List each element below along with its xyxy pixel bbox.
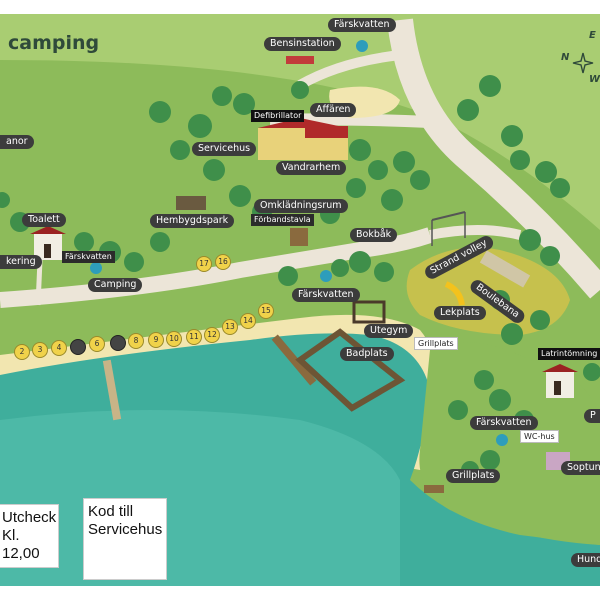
pitch-marker[interactable]: 8 [128,333,144,349]
label-hund[interactable]: Hund [571,553,600,567]
label-farskvatten-low[interactable]: Färskvatten [470,416,538,430]
label-affaren[interactable]: Affären [310,103,357,117]
label-forbandstavla[interactable]: Förbandstavla [251,214,314,226]
label-grillplats-top[interactable]: Grillplats [414,337,458,350]
label-kering[interactable]: kering [0,255,42,269]
label-farskvatten-top[interactable]: Färskvatten [328,18,396,32]
label-farskvatten-mid[interactable]: Färskvatten [292,288,360,302]
compass-west: W [589,74,600,85]
label-hembygdspark[interactable]: Hembygdspark [150,214,235,228]
compass-rose-icon [572,52,594,74]
pitch-marker[interactable]: 15 [258,303,274,319]
label-p[interactable]: P [584,409,600,423]
pitch-marker[interactable]: 11 [186,329,202,345]
label-bensinstation[interactable]: Bensinstation [264,37,341,51]
pitch-marker[interactable]: 3 [32,342,48,358]
pitch-marker[interactable]: 17 [196,256,212,272]
label-camping[interactable]: Camping [88,278,143,292]
pitch-marker[interactable]: 10 [166,331,182,347]
pitch-marker[interactable]: 12 [204,327,220,343]
label-anor[interactable]: anor [0,135,34,149]
label-lekplats[interactable]: Lekplats [434,306,486,320]
pitch-marker[interactable]: 6 [89,336,105,352]
compass-east: E [589,30,596,41]
map-title: camping [8,32,100,54]
pitch-marker[interactable]: 16 [215,254,231,270]
label-defibrillator[interactable]: Defibrillator [251,110,305,122]
label-wc-hus[interactable]: WC-hus [520,430,559,443]
pitch-marker[interactable]: 13 [222,319,238,335]
service-code-note: Kod till Servicehus [83,498,167,580]
label-vandrarhem[interactable]: Vandrarhem [276,161,347,175]
label-utegym[interactable]: Utegym [364,324,414,338]
label-bokbak[interactable]: Bokbåk [350,228,398,242]
compass-north: N [561,52,570,63]
pitch-marker[interactable]: 14 [240,313,256,329]
pitch-marker[interactable]: 4 [51,340,67,356]
pitch-marker-occupied[interactable] [70,339,86,355]
label-grillplats-low[interactable]: Grillplats [446,469,501,483]
label-badplats[interactable]: Badplats [340,347,394,361]
label-latrintomning[interactable]: Latrintömning [538,348,600,360]
checkout-note: Utcheck Kl. 12,00 [0,504,59,568]
pitch-marker-occupied[interactable] [110,335,126,351]
label-farskvatten-left[interactable]: Färskvatten [62,251,115,263]
pitch-marker[interactable]: 9 [148,332,164,348]
pitch-marker[interactable]: 2 [14,344,30,360]
label-toalett[interactable]: Toalett [22,213,66,227]
label-soptunnor[interactable]: Soptun [561,461,600,475]
label-servicehus[interactable]: Servicehus [192,142,257,156]
label-omkladningsrum[interactable]: Omklädningsrum [254,199,348,213]
